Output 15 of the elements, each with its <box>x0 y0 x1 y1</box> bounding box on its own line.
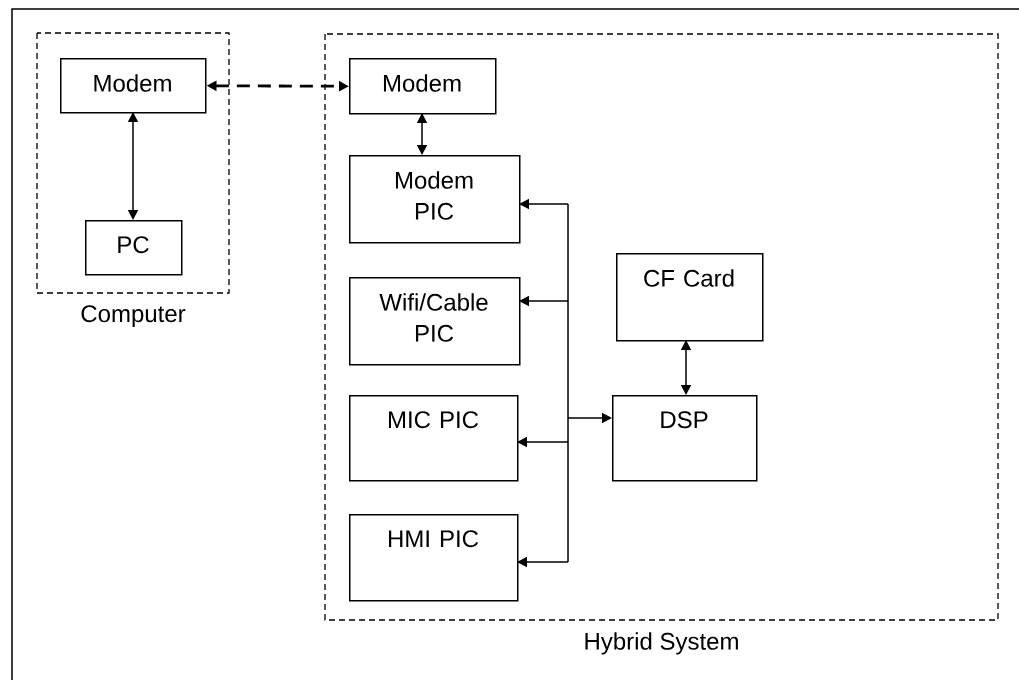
arrow <box>416 113 428 155</box>
arrow <box>127 112 139 220</box>
block-box: Modem <box>349 58 497 115</box>
node-label: Hybrid System <box>585 632 738 655</box>
block-box: HMI PIC <box>349 514 519 602</box>
block-box: PC <box>85 220 183 276</box>
block-box: CF Card <box>616 253 764 342</box>
arrow <box>680 340 692 395</box>
block-box: MIC PIC <box>349 395 519 482</box>
block-box: Modem PIC <box>349 155 521 244</box>
block-box: Modem <box>60 58 207 114</box>
bus-line <box>567 203 612 563</box>
block-box: Wifi/Cable PIC <box>349 277 521 366</box>
block-box: DSP <box>612 395 758 482</box>
node-label: Computer <box>81 305 186 327</box>
